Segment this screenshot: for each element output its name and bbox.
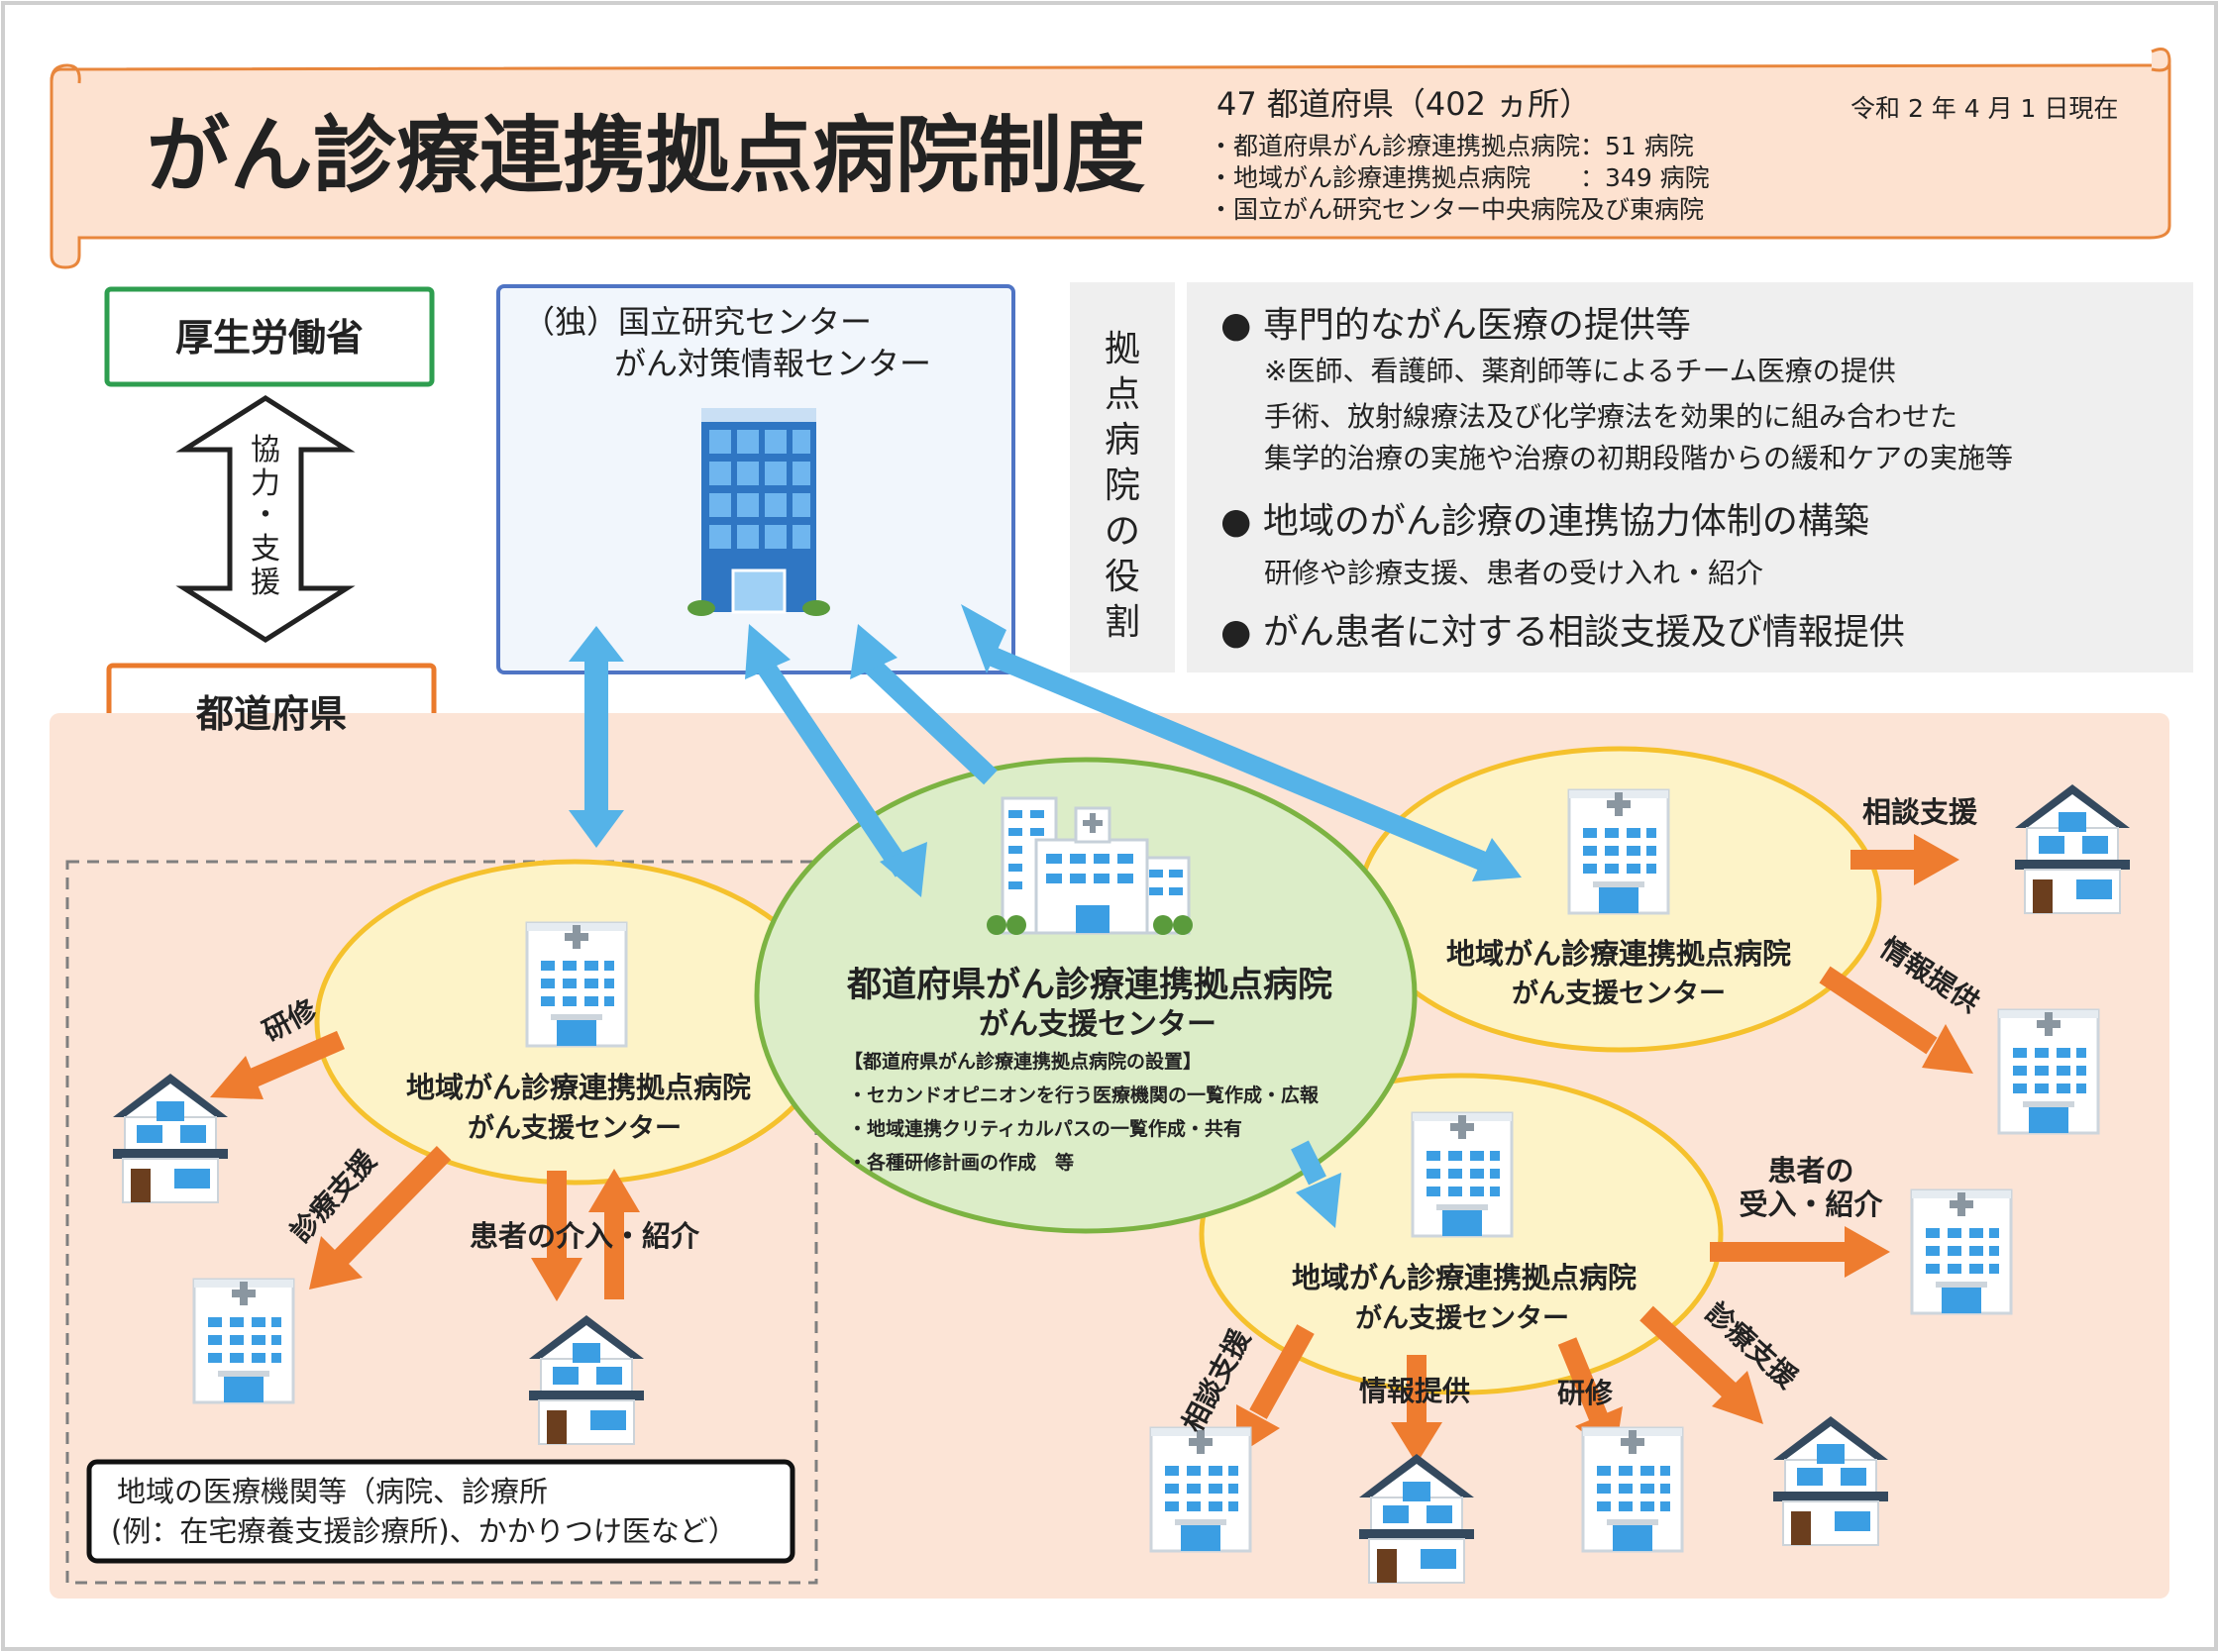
mhlw-label: 厚生労働省: [175, 316, 364, 360]
hospital-icon: [1997, 1008, 2100, 1135]
label-accept: 受入・紹介: [1739, 1187, 1883, 1221]
label-patient-intro: 患者の介入・紹介: [470, 1219, 700, 1253]
center-item: ・各種研修計画の作成 等: [848, 1151, 1074, 1174]
prefecture-label: 都道府県: [195, 692, 347, 736]
ncc-line1: （独）国立研究センター: [523, 303, 872, 341]
label-info: 情報提供: [1359, 1375, 1470, 1407]
role-1-line: 集学的治療の実施や治療の初期段階からの緩和ケアの実施等: [1264, 442, 2013, 474]
hospital-icon: [1149, 1426, 1252, 1553]
office-building-icon: [687, 408, 830, 616]
cooperation-char: 援: [251, 566, 280, 600]
cooperation-char: 力: [251, 466, 280, 501]
center-item: ・セカンドオピニオンを行う医療機関の一覧作成・広報: [848, 1084, 1320, 1106]
roles-label-char: 病: [1105, 420, 1140, 461]
role-1: ● 専門的ながん医療の提供等: [1220, 305, 1691, 346]
header-item: ・国立がん研究センター中央病院及び東病院: [1209, 195, 1704, 224]
page-title: がん診療連携拠点病院制度: [147, 107, 1145, 204]
cooperation-char: 協: [251, 433, 280, 467]
label-consult: 相談支援: [1862, 795, 1978, 829]
role-2-sub: 研修や診療支援、患者の受け入れ・紹介: [1264, 557, 1763, 589]
hospital-icon: [525, 921, 628, 1048]
roles-label-char: 院: [1105, 465, 1140, 506]
hospital-icon: [192, 1278, 295, 1404]
roles-label-char: 割: [1105, 602, 1140, 643]
regional-title: 地域がん診療連携拠点病院: [406, 1071, 751, 1104]
mhlw-box: [104, 286, 435, 387]
label-training: 研修: [1557, 1377, 1614, 1409]
hospital-icon: [1910, 1188, 2013, 1315]
center-setup: 【都道府県がん診療連携拠点病院の設置】: [844, 1050, 1202, 1073]
role-3: ● がん患者に対する相談支援及び情報提供: [1220, 612, 1905, 653]
cooperation-char: ・: [251, 498, 280, 533]
center-item: ・地域連携クリティカルパスの一覧作成・共有: [848, 1117, 1242, 1140]
header-item: ・都道府県がん診療連携拠点病院：51 病院: [1209, 132, 1694, 160]
regional-title: 地域がん診療連携拠点病院: [1446, 937, 1791, 971]
header-total: 47 都道府県（402 ヵ所）: [1216, 85, 1591, 123]
blue-arrows: [569, 604, 1522, 1228]
regional-subtitle: がん支援センター: [1512, 978, 1726, 1009]
local-box: [86, 1459, 795, 1564]
roles-label-char: 役: [1105, 557, 1140, 597]
local-line2: (例：在宅療養支援診療所)、かかりつけ医など）: [111, 1514, 737, 1548]
hospital-icon: [1567, 788, 1670, 915]
label-accept: 患者の: [1767, 1154, 1853, 1187]
role-2: ● 地域のがん診療の連携協力体制の構築: [1220, 501, 1869, 542]
roles-panel: [1187, 282, 2193, 672]
cooperation-arrow: [175, 395, 356, 643]
roles-label-char: の: [1105, 511, 1140, 552]
ncc-line2: がん対策情報センター: [614, 345, 931, 382]
role-1-line: 手術、放射線療法及び化学療法を効果的に組み合わせた: [1264, 400, 1957, 433]
header-date: 令和 2 年 4 月 1 日現在: [1850, 94, 2118, 123]
local-area-border: [65, 860, 818, 1585]
hospital-icon: [1411, 1111, 1514, 1238]
hospital-icon: [1581, 1426, 1684, 1553]
roles-label-char: 点: [1105, 374, 1140, 415]
role-1-note: ※医師、看護師、薬剤師等によるチーム医療の提供: [1264, 355, 1896, 387]
center-subtitle: がん支援センター: [979, 1007, 1216, 1042]
regional-subtitle: がん支援センター: [468, 1112, 682, 1144]
center-title: 都道府県がん診療連携拠点病院: [846, 965, 1332, 1005]
local-line1: 地域の医療機関等（病院、診療所: [117, 1475, 548, 1508]
roles-label-panel: [1070, 282, 1175, 672]
regional-subtitle: がん支援センター: [1355, 1302, 1569, 1334]
title-banner: [50, 48, 2171, 269]
header-item: ・地域がん診療連携拠点病院 ：349 病院: [1209, 163, 1710, 192]
roles-label-char: 拠: [1105, 329, 1140, 369]
cooperation-char: 支: [251, 532, 280, 567]
regional-title: 地域がん診療連携拠点病院: [1292, 1261, 1637, 1294]
center-hospital-icon: [987, 796, 1193, 935]
